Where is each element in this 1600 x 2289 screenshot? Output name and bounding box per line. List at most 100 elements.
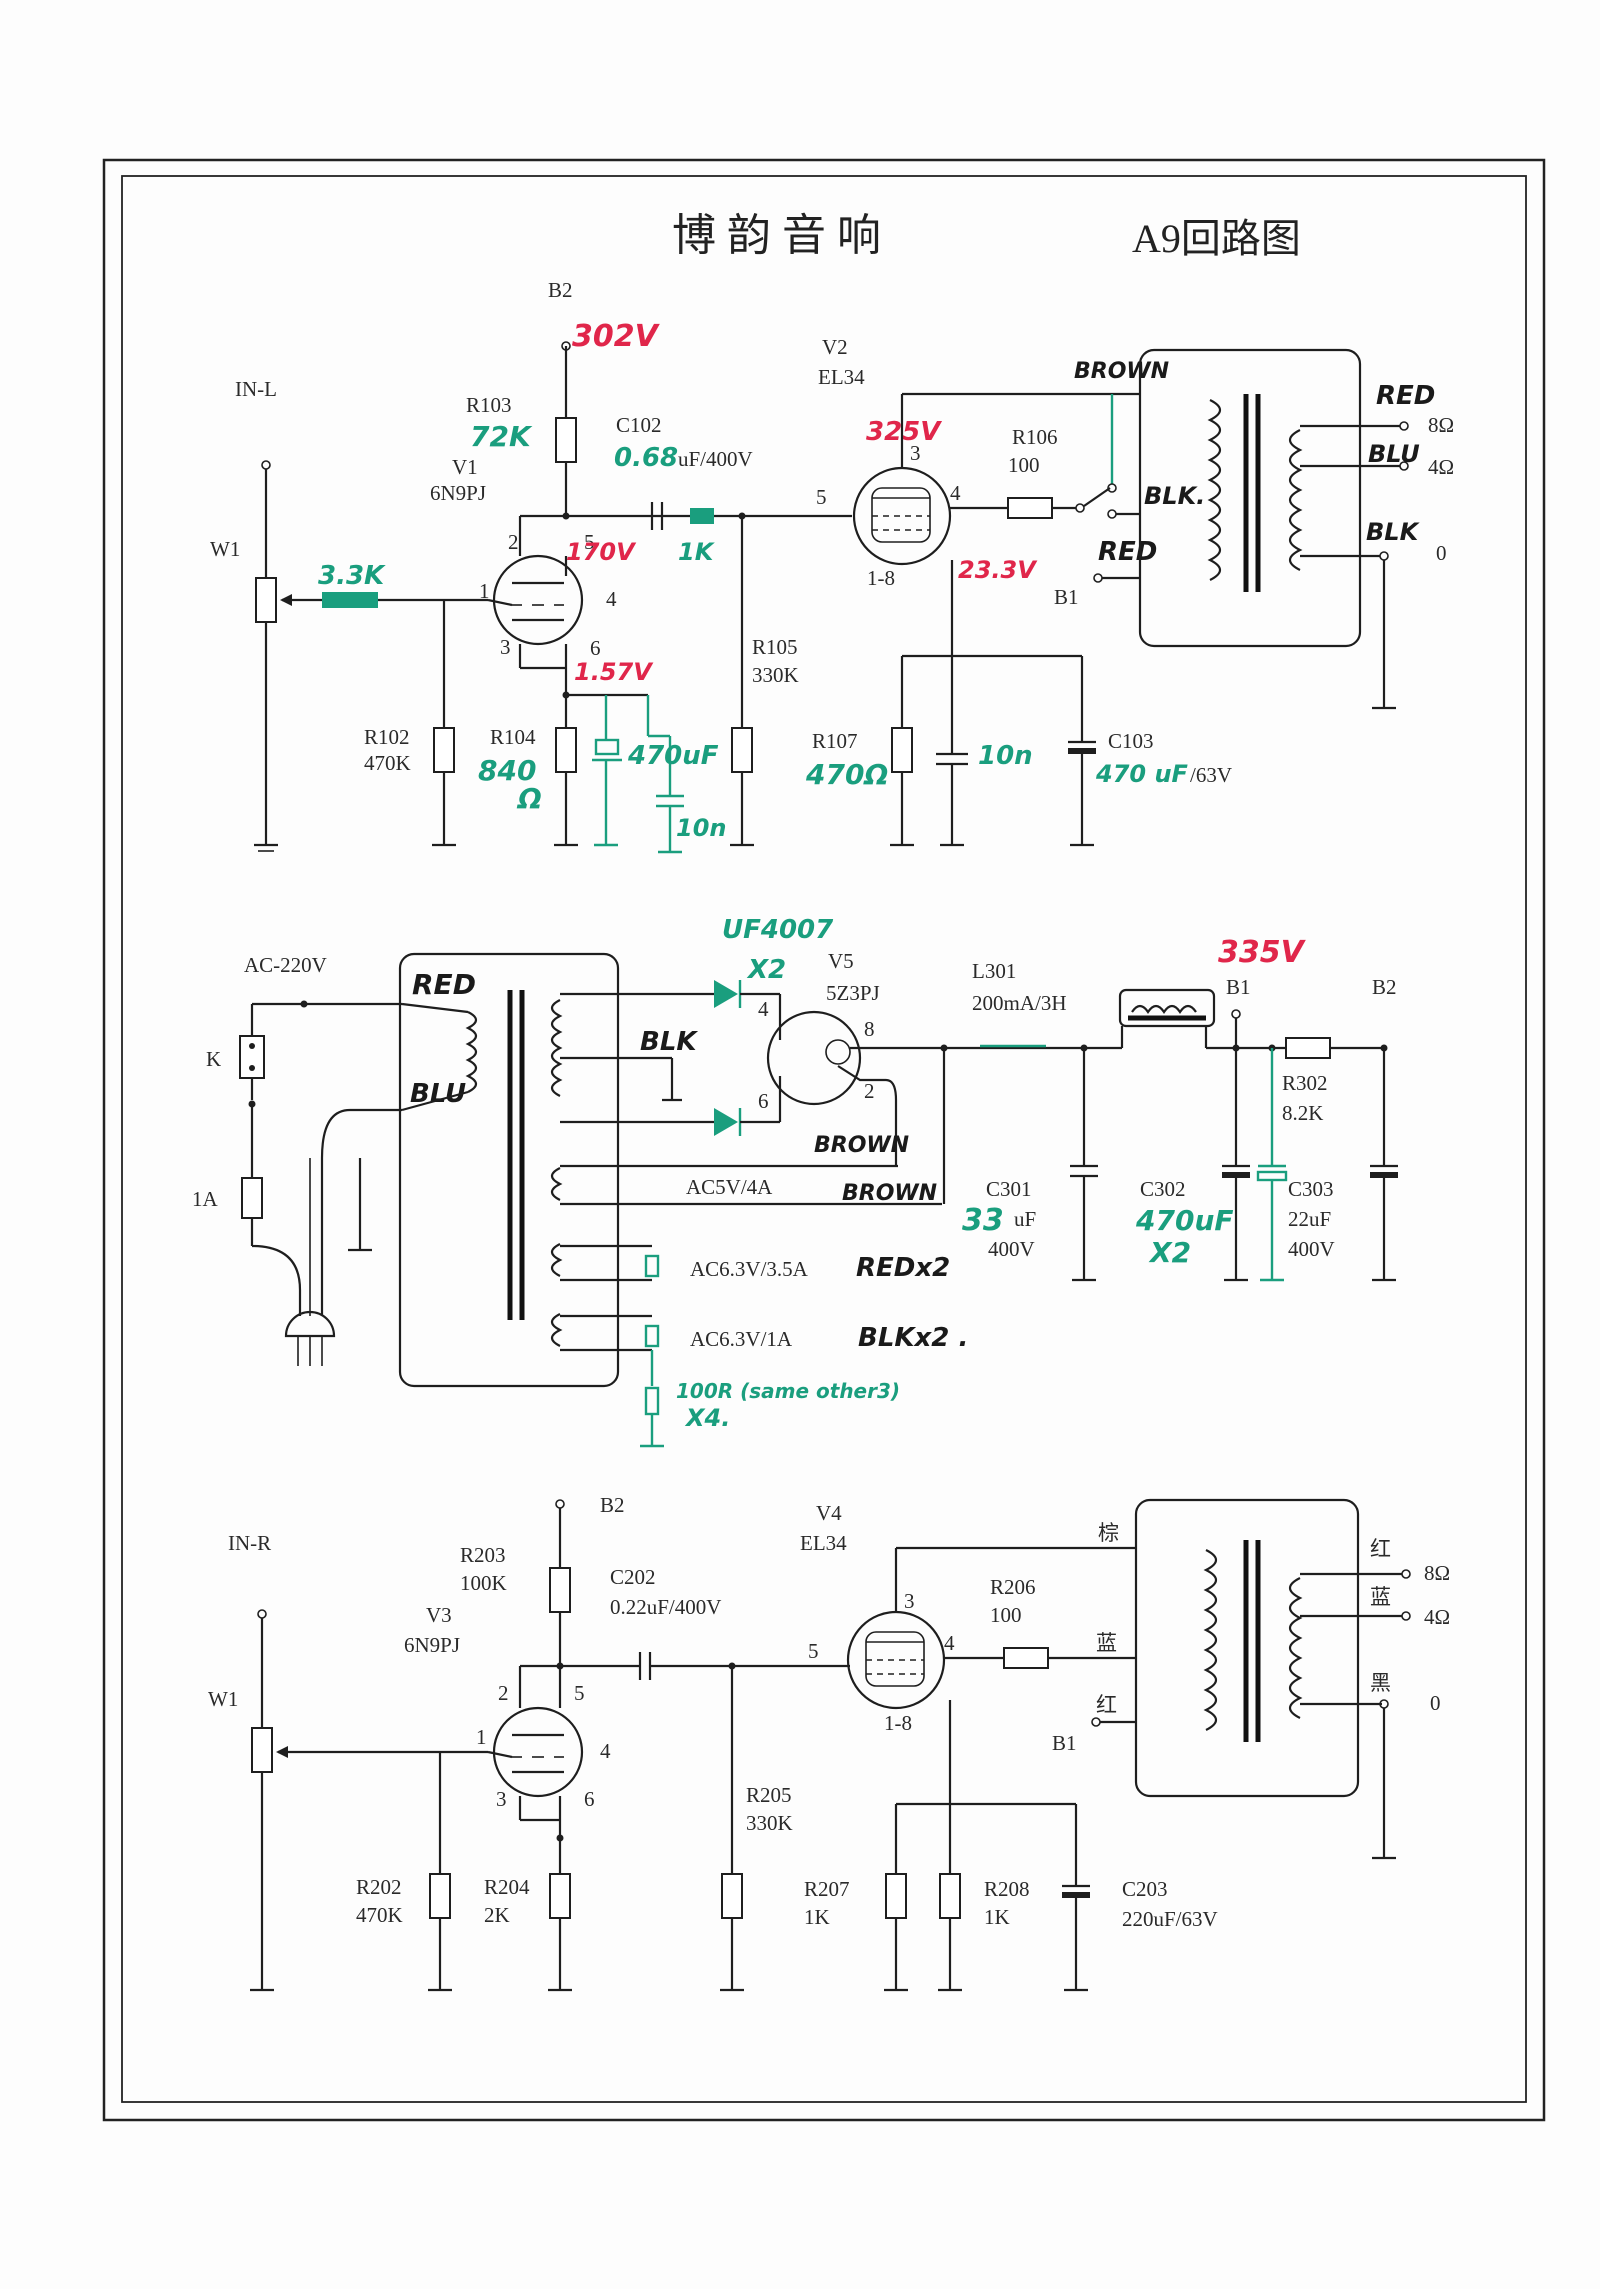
choke-l301 [1118,988,1216,1028]
v2-pin5: 5 [816,485,827,509]
input-terminal-right [257,1609,267,1619]
b2-voltage-left: 302V [572,319,661,354]
cathode-cap-left [594,738,620,756]
grid-resistor-left [322,592,378,608]
tap-4-right: 4Ω [1424,1605,1450,1629]
c303-ref: C303 [1288,1177,1334,1201]
c102-value: 0.68 [614,443,678,473]
r104-ref: R104 [490,725,536,749]
heater-a: AC6.3V/3.5A [690,1257,809,1281]
v3-pin5: 5 [574,1681,585,1705]
v4-pin-1-8: 1-8 [884,1711,912,1735]
speaker-terminal-8-left[interactable] [1399,421,1409,431]
balance-note: 100R (same other3) [676,1379,900,1403]
c301-ref: C301 [986,1177,1032,1201]
title-model: A9回路图 [1132,216,1301,261]
r302-ref: R302 [1282,1071,1328,1095]
fuse-1a [241,1177,263,1219]
output-transformer-left [1138,348,1362,648]
wire-blk-left: BLK. [1144,482,1205,510]
c203-value: 220uF/63V [1122,1907,1218,1931]
r207 [885,1873,907,1919]
brown-b-label: BROWN [842,1181,937,1206]
r202-ref: R202 [356,1875,402,1899]
tap-switch-left[interactable] [1107,483,1117,493]
v5-pin2: 2 [864,1079,875,1103]
c103-rating: /63V [1190,763,1232,787]
ot-red-right: 红 [1370,1537,1391,1561]
pot-w1-right [251,1727,273,1773]
heater-b: AC6.3V/1A [690,1327,793,1351]
input-label-right: IN-R [228,1531,271,1555]
heater-b-note: BLKx2 . [858,1323,968,1353]
c202-value: 0.22uF/400V [610,1595,721,1619]
r104-value-a: 840 [478,754,536,787]
mains-label: AC-220V [244,953,327,977]
wire-red-left: RED [1098,537,1157,567]
tube-v1 [492,554,584,646]
cathode-bypass-value: 10n [676,814,726,842]
pt-red-label: RED [412,968,476,1001]
b1-label-psu: B1 [1226,975,1251,999]
r107 [891,727,913,773]
v1-ref: V1 [452,455,478,479]
r106-value: 100 [1008,453,1040,477]
wire-blue-right: 蓝 [1096,1631,1117,1655]
cathode-cap-value: 470uF [627,741,719,771]
grid-stopper-left [690,508,714,524]
b2-label-right: B2 [600,1493,625,1517]
cathode-voltage-left: 1.57V [574,658,654,686]
c303-rating: 400V [1288,1237,1335,1261]
r103-ref: R103 [466,393,512,417]
b1-voltage: 335V [1218,935,1307,970]
balance-resistor [644,1386,660,1416]
ot-blk-left: BLK [1366,518,1421,546]
tap-0-left: 0 [1436,541,1447,565]
v5-ref: V5 [828,949,854,973]
c302-qty: X2 [1148,1236,1191,1269]
c103-ref: C103 [1108,729,1154,753]
tube-v4 [846,1610,946,1710]
c102-ref: C102 [616,413,662,437]
r105-value: 330K [752,663,799,687]
r205 [721,1873,743,1919]
v5-pin8: 8 [864,1017,875,1041]
r203 [549,1567,571,1613]
v4-pin3: 3 [904,1589,915,1613]
grid-resistor-value: 3.3K [318,561,386,591]
c103-value: 470 uF [1095,760,1189,788]
speaker-terminal-4-right[interactable] [1401,1611,1411,1621]
v1-pin6: 6 [590,636,601,660]
c202-ref: C202 [610,1565,656,1589]
r205-value: 330K [746,1811,793,1835]
r208-value: 1K [984,1905,1010,1929]
tap-0-right: 0 [1430,1691,1441,1715]
r106-ref: R106 [1012,425,1058,449]
outer-frame [102,158,1546,2122]
r207-value: 1K [804,1905,830,1929]
right-channel: IN-R W1 R202 470K 1 2 3 4 5 6 V3 6N9PJ B… [208,1493,1450,1992]
speaker-terminal-4-left[interactable] [1399,461,1409,471]
power-switch[interactable] [239,1035,265,1079]
speaker-terminal-8-right[interactable] [1401,1569,1411,1579]
wire-red-right: 红 [1096,1693,1117,1717]
rectifier-v5 [766,1010,862,1106]
r203-ref: R203 [460,1543,506,1567]
pot-label-left: W1 [210,537,240,561]
v2-pin4: 4 [950,481,961,505]
tube-v2 [852,466,952,566]
input-terminal-left [261,460,271,470]
l301-ref: L301 [972,959,1016,983]
fuse-label: 1A [192,1187,219,1211]
v2-bypass-value: 10n [978,741,1033,771]
v3-pin2: 2 [498,1681,509,1705]
r206-value: 100 [990,1603,1022,1627]
diode-pin6: 6 [758,1089,769,1113]
r107-ref: R107 [812,729,858,753]
b1-label-right: B1 [1052,1731,1077,1755]
v1-type: 6N9PJ [430,481,486,505]
c203-ref: C203 [1122,1877,1168,1901]
speaker-terminal-0-left[interactable] [1379,551,1389,561]
v3-pin6: 6 [584,1787,595,1811]
